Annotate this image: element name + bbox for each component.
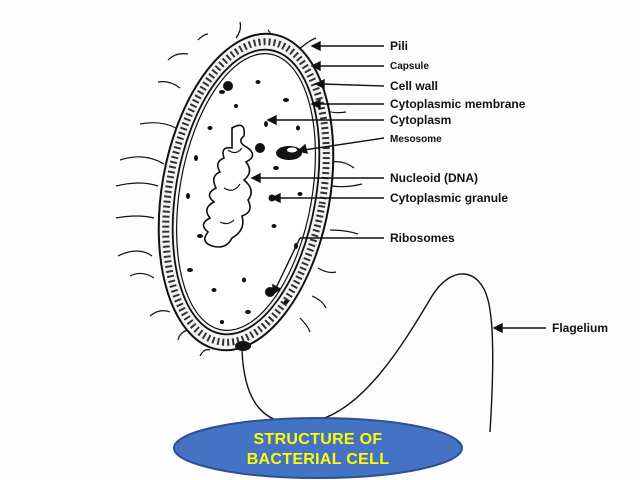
pilus [167, 53, 189, 61]
label-capsule: Capsule [390, 61, 429, 72]
pilus [139, 122, 177, 129]
pilus [329, 229, 359, 235]
nucleoid-dna [202, 124, 254, 248]
label-cytoplasm: Cytoplasm [390, 113, 451, 127]
pilus [311, 295, 327, 309]
cytoplasmic-membrane-layer [171, 48, 321, 336]
label-mesosome: Mesosome [390, 134, 442, 145]
cytoplasmic-granules [223, 81, 276, 297]
ribosomes-group [186, 80, 303, 324]
pilus [199, 349, 211, 357]
pilus [197, 33, 209, 41]
label-cytoplasmic-membrane: Cytoplasmic membrane [390, 97, 526, 111]
flagellum-basal-body [235, 341, 251, 351]
label-nucleoid: Nucleoid (DNA) [390, 171, 478, 185]
pilus [235, 21, 242, 39]
title-banner [173, 417, 463, 479]
label-cell-wall: Cell wall [390, 79, 438, 93]
pilus [331, 183, 363, 188]
label-flagellum: Flagelium [552, 321, 608, 335]
nucleoid-dna-fold [219, 147, 243, 225]
pilus [129, 272, 155, 279]
pilus [115, 182, 159, 187]
label-ribosomes: Ribosomes [390, 231, 455, 245]
pilus [117, 250, 153, 257]
pilus [149, 310, 171, 317]
cell-wall-layer [162, 38, 330, 346]
pilus [119, 156, 165, 165]
pilus [115, 215, 155, 219]
label-pili: Pili [390, 39, 408, 53]
pilus [299, 317, 311, 333]
label-cytoplasmic-granule: Cytoplasmic granule [390, 191, 508, 205]
mesosome-fold [287, 147, 297, 153]
pilus [157, 81, 181, 89]
pilus [317, 267, 337, 274]
pilus [177, 329, 189, 341]
title-line-1: STRUCTURE OF [254, 431, 383, 448]
label-pointers [250, 40, 546, 334]
title-line-2: BACTERIAL CELL [247, 451, 390, 468]
